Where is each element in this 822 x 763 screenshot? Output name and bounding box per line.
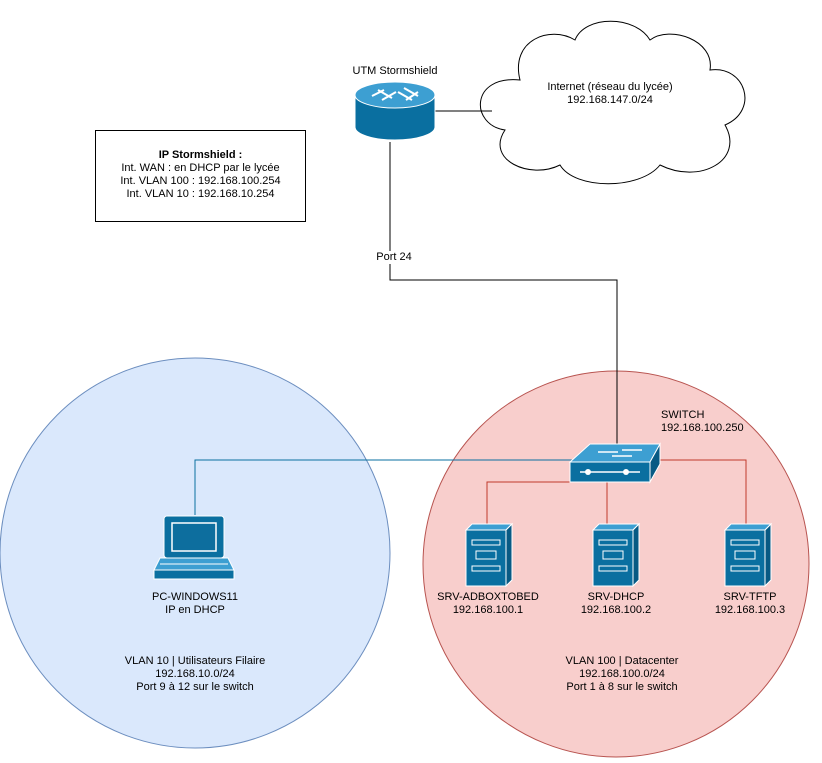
internet-name: Internet (réseau du lycée) (547, 81, 673, 93)
server-ip: 192.168.100.2 (580, 604, 652, 616)
stormshield-ip-box: IP Stormshield : Int. WAN : en DHCP par … (95, 130, 306, 222)
switch-icon[interactable] (568, 442, 661, 484)
switch-name: SWITCH (661, 409, 705, 421)
server-label: SRV-TFTP 192.168.100.3 (690, 591, 810, 617)
server-label: SRV-ADBOXTOBED 192.168.100.1 (420, 591, 556, 617)
server-name: SRV-ADBOXTOBED (437, 591, 539, 603)
vlan100-subnet: 192.168.100.0/24 (579, 668, 665, 680)
info-box-line: Int. WAN : en DHCP par le lycée (121, 162, 280, 174)
port-label: Port 24 (370, 251, 418, 264)
router-switch-link (389, 142, 618, 455)
router-icon[interactable] (354, 81, 436, 141)
internet-cloud (480, 20, 746, 185)
vlan10-name: VLAN 10 | Utilisateurs Filaire (124, 655, 266, 667)
server-name: SRV-DHCP (587, 591, 645, 603)
switch-srv-tftp-link (660, 459, 747, 526)
pc-label: PC-WINDOWS11 IP en DHCP (120, 591, 270, 617)
switch-servers-link (486, 481, 570, 526)
info-box-line: Int. VLAN 100 : 192.168.100.254 (120, 175, 281, 187)
vlan10-subnet: 192.168.10.0/24 (155, 668, 235, 680)
switch-pc-link (194, 459, 580, 515)
internet-subnet: 192.168.147.0/24 (567, 94, 653, 106)
vlan100-name: VLAN 100 | Datacenter (565, 655, 679, 667)
vlan10-ports: Port 9 à 12 sur le switch (136, 681, 254, 693)
internet-label: Internet (réseau du lycée) 192.168.147.0… (510, 81, 710, 107)
server-label: SRV-DHCP 192.168.100.2 (556, 591, 676, 617)
server-icon[interactable] (591, 522, 641, 588)
server-ip: 192.168.100.3 (714, 604, 786, 616)
vlan10-label: VLAN 10 | Utilisateurs Filaire 192.168.1… (95, 655, 295, 694)
switch-ip: 192.168.100.250 (661, 422, 744, 434)
router-label: UTM Stormshield (352, 65, 438, 77)
switch-label: SWITCH 192.168.100.250 (661, 409, 744, 435)
vlan100-ports: Port 1 à 8 sur le switch (566, 681, 678, 693)
vlan100-label: VLAN 100 | Datacenter 192.168.100.0/24 P… (522, 655, 722, 694)
server-icon[interactable] (464, 522, 514, 588)
pc-icon[interactable] (153, 515, 235, 580)
info-box-title: IP Stormshield : (158, 149, 243, 161)
server-icon[interactable] (723, 522, 773, 588)
server-ip: 192.168.100.1 (452, 604, 524, 616)
pc-name: PC-WINDOWS11 (152, 591, 238, 603)
pc-ip: IP en DHCP (165, 604, 225, 616)
server-name: SRV-TFTP (723, 591, 777, 603)
info-box-line: Int. VLAN 10 : 192.168.10.254 (126, 188, 275, 200)
